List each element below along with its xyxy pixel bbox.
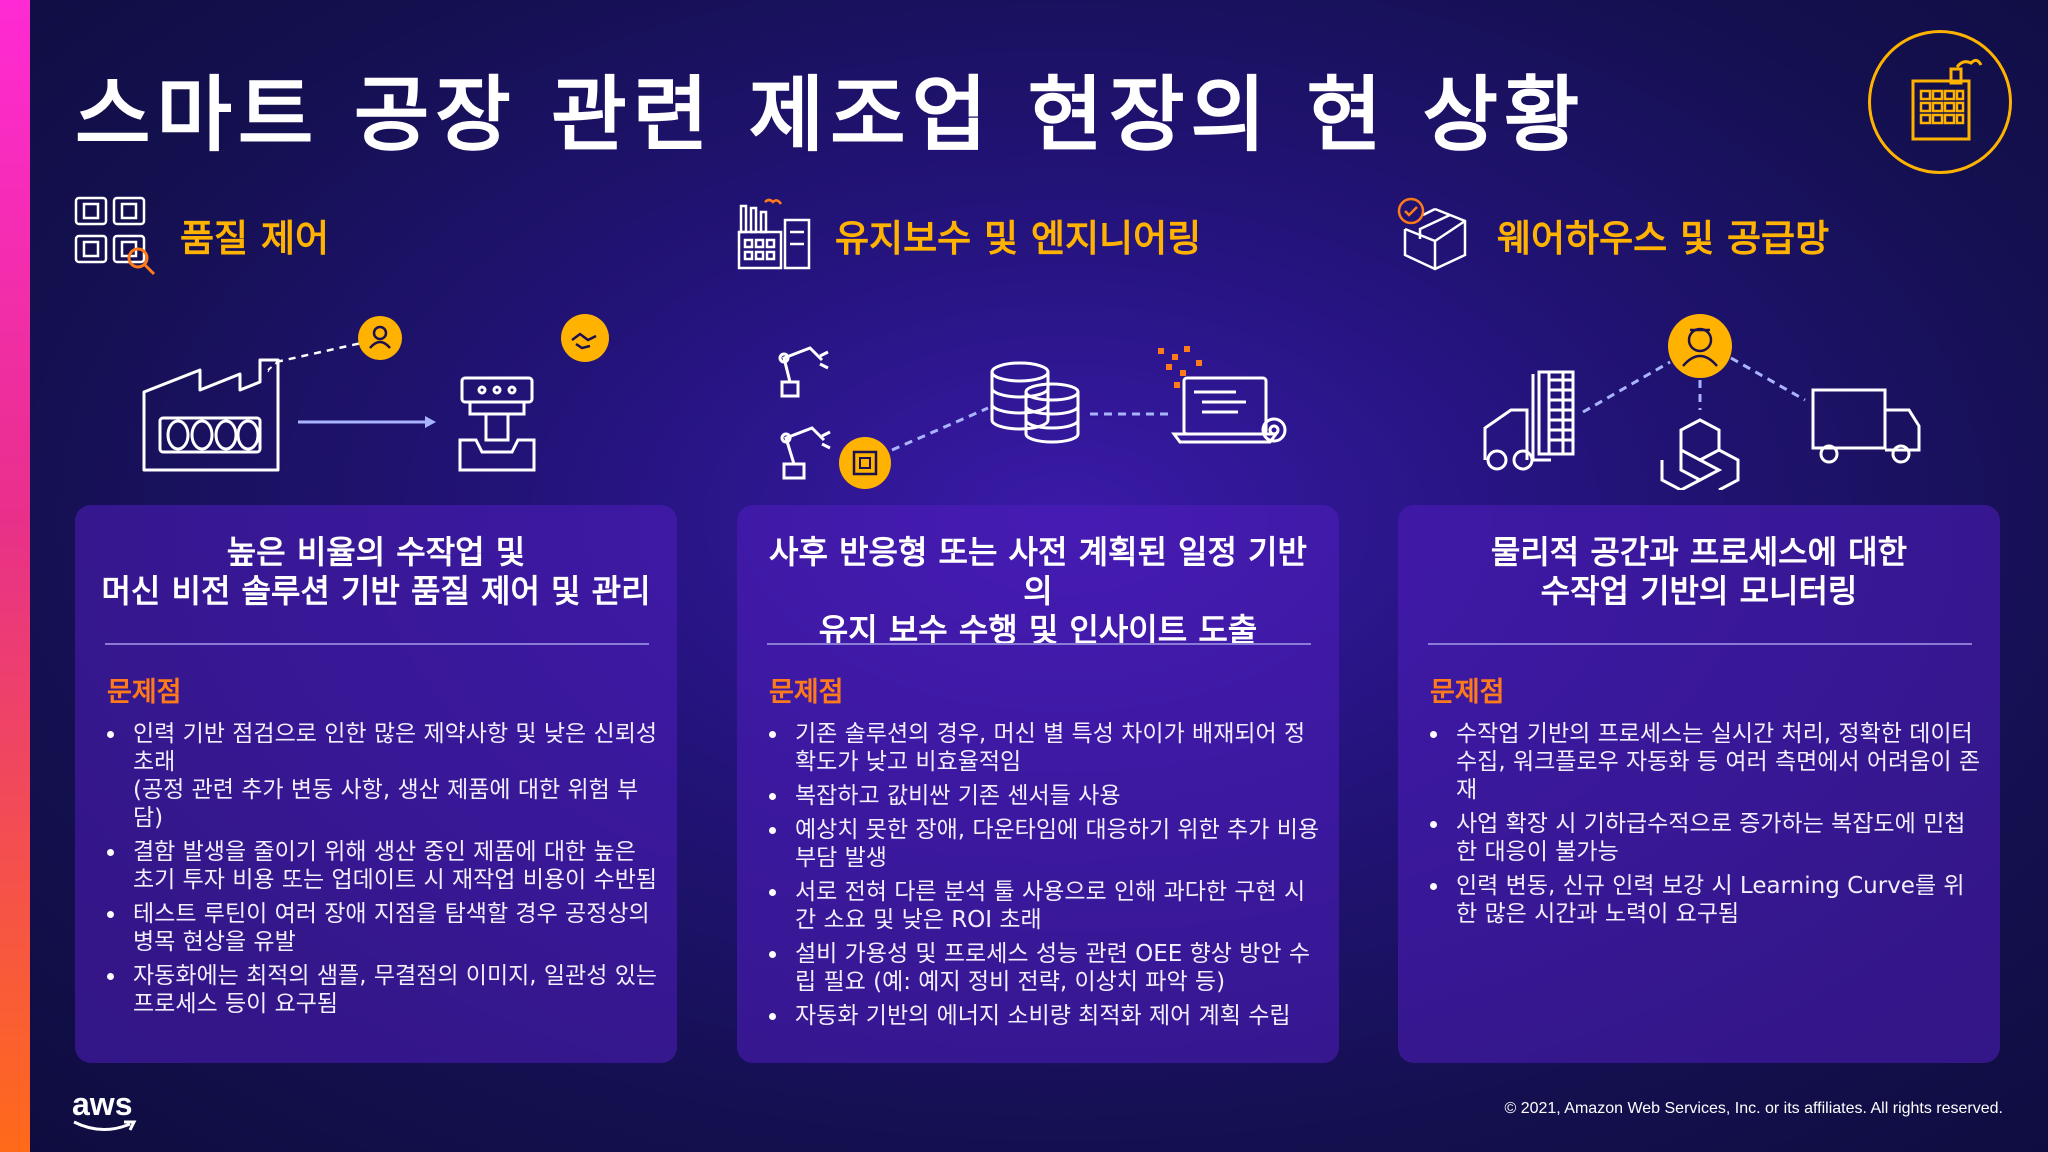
list-item: 기존 솔루션의 경우, 머신 별 특성 차이가 배재되어 정확도가 낮고 비효율… (767, 720, 1319, 776)
problem-list: 기존 솔루션의 경우, 머신 별 특성 차이가 배재되어 정확도가 낮고 비효율… (767, 720, 1319, 1036)
list-item: 자동화에는 최적의 샘플, 무결점의 이미지, 일관성 있는 프로세스 등이 요… (105, 962, 657, 1018)
robot-arm-icon-2 (780, 426, 831, 480)
list-item: 예상치 못한 장애, 다운타임에 대응하기 위한 추가 비용 부담 발생 (767, 816, 1319, 872)
divider (767, 643, 1311, 645)
boxes-icon (1660, 418, 1740, 490)
list-item: 사업 확장 시 기하급수적으로 증가하는 복잡도에 민첩한 대응이 불가능 (1428, 810, 1980, 866)
forklift-icon (1483, 370, 1575, 471)
card-title-line2: 머신 비전 솔루션 기반 품질 제어 및 관리 (101, 572, 651, 610)
card-quality: 높은 비율의 수작업 및 머신 비전 솔루션 기반 품질 제어 및 관리 문제점… (75, 505, 677, 1063)
data-pixels (1158, 346, 1202, 388)
package-check-icon (1397, 197, 1467, 271)
section-title-warehouse: 웨어하우스 및 공급망 (1497, 217, 1830, 260)
database-icon (990, 361, 1080, 444)
factory-line-icon (142, 358, 280, 472)
aws-smile-icon (73, 1120, 137, 1131)
maintenance-illustration (778, 346, 1287, 489)
problem-label: 문제점 (1430, 677, 1505, 708)
section-title-quality: 품질 제어 (180, 217, 330, 260)
divider (105, 643, 649, 645)
card-title-line1: 물리적 공간과 프로세스에 대한 (1490, 533, 1908, 571)
section-header-quality: 품질 제어 (72, 195, 330, 276)
problem-list: 수작업 기반의 프로세스는 실시간 처리, 정확한 데이터 수집, 워크플로우 … (1428, 720, 1980, 934)
card-warehouse: 물리적 공간과 프로세스에 대한 수작업 기반의 모니터링 문제점 수작업 기반… (1398, 505, 2000, 1063)
slide-title: 스마트 공장 관련 제조업 현장의 현 상황 (75, 68, 1586, 163)
list-item: 복잡하고 값비싼 기존 센서들 사용 (767, 782, 1319, 810)
factory-icon (1868, 30, 2012, 174)
accent-bar (0, 0, 30, 1152)
list-item: 인력 기반 점검으로 인한 많은 제약사항 및 낮은 신뢰성 초래 (공정 관련… (105, 720, 657, 832)
worker-icon (1668, 314, 1732, 378)
list-item: 자동화 기반의 에너지 소비량 최적화 제어 계획 수립 (767, 1002, 1319, 1030)
card-title-line1: 사후 반응형 또는 사전 계획된 일정 기반의 (769, 533, 1307, 610)
robot-arm-icon (778, 346, 829, 398)
problem-label: 문제점 (107, 677, 182, 708)
card-title-line2: 수작업 기반의 모니터링 (1540, 572, 1858, 610)
inspection-machine-icon (458, 376, 536, 472)
list-item: 서로 전혀 다른 분석 툴 사용으로 인해 과다한 구현 시간 소요 및 낮은 … (767, 878, 1319, 934)
list-item: 수작업 기반의 프로세스는 실시간 처리, 정확한 데이터 수집, 워크플로우 … (1428, 720, 1980, 804)
chip-icon (839, 437, 891, 489)
warehouse-illustration (1483, 314, 1921, 490)
quality-illustration (142, 314, 609, 472)
card-maintenance: 사후 반응형 또는 사전 계획된 일정 기반의 유지 보수 수행 및 인사이트 … (737, 505, 1339, 1063)
card-title-line2: 유지 보수 수행 및 인사이트 도출 (818, 611, 1258, 649)
problem-list: 인력 기반 점검으로 인한 많은 제약사항 및 낮은 신뢰성 초래 (공정 관련… (105, 720, 657, 1024)
section-header-maintenance: 유지보수 및 엔지니어링 (735, 195, 1201, 275)
laptop-gear-icon (1171, 376, 1287, 444)
list-item: 결함 발생을 줄이기 위해 생산 중인 제품에 대한 높은 초기 투자 비용 또… (105, 838, 657, 894)
card-heading: 물리적 공간과 프로세스에 대한 수작업 기반의 모니터링 (1418, 533, 1980, 611)
problem-label: 문제점 (769, 677, 844, 708)
section-title-maintenance: 유지보수 및 엔지니어링 (835, 217, 1202, 260)
list-item: 설비 가용성 및 프로세스 성능 관련 OEE 향상 방안 수립 필요 (예: … (767, 940, 1319, 996)
copyright-text: © 2021, Amazon Web Services, Inc. or its… (1504, 1100, 2003, 1117)
list-item: 테스트 루틴이 여러 장애 지점을 탐색할 경우 공정상의 병목 현상을 유발 (105, 900, 657, 956)
factory-buildings-icon (737, 198, 811, 270)
card-title-line1: 높은 비율의 수작업 및 (226, 533, 526, 571)
aws-logo: aws (72, 1086, 133, 1122)
divider (1428, 643, 1972, 645)
card-heading: 높은 비율의 수작업 및 머신 비전 솔루션 기반 품질 제어 및 관리 (95, 533, 657, 611)
list-item: 인력 변동, 신규 인력 보강 시 Learning Curve를 위한 많은 … (1428, 872, 1980, 928)
quality-inspection-icon (74, 196, 156, 276)
card-heading: 사후 반응형 또는 사전 계획된 일정 기반의 유지 보수 수행 및 인사이트 … (757, 533, 1319, 650)
truck-icon (1811, 388, 1921, 464)
section-header-warehouse: 웨어하우스 및 공급망 (1395, 195, 1829, 275)
